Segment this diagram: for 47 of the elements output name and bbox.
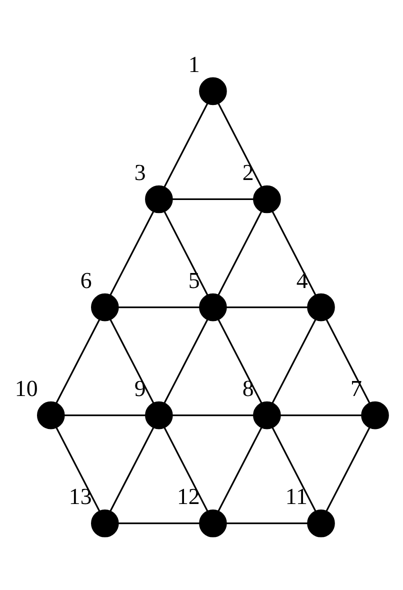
connector bbox=[64, 414, 146, 416]
connector bbox=[326, 427, 370, 512]
connector bbox=[272, 318, 316, 404]
connector bbox=[226, 306, 308, 308]
node-circle bbox=[36, 401, 65, 430]
connector bbox=[218, 210, 262, 296]
connector bbox=[56, 427, 100, 512]
node-label: 13 bbox=[68, 484, 92, 510]
node-circle bbox=[361, 401, 389, 430]
node-circle bbox=[91, 293, 119, 322]
connector bbox=[164, 318, 208, 404]
node-circle bbox=[145, 401, 173, 430]
node-circle bbox=[91, 509, 119, 538]
connector bbox=[164, 102, 208, 188]
connector bbox=[164, 427, 208, 512]
node-label: 12 bbox=[176, 484, 200, 510]
connector bbox=[118, 306, 200, 308]
node-label: 11 bbox=[285, 484, 308, 510]
connector bbox=[164, 210, 208, 296]
connector bbox=[272, 427, 316, 512]
connector bbox=[172, 414, 254, 416]
connector bbox=[226, 522, 308, 524]
connector bbox=[110, 427, 154, 512]
node-circle bbox=[199, 293, 227, 322]
connector bbox=[218, 427, 262, 512]
node-circle bbox=[307, 293, 335, 322]
node-label: 5 bbox=[188, 268, 200, 293]
node-circle bbox=[199, 509, 227, 538]
connector bbox=[280, 414, 362, 416]
node-label: 3 bbox=[134, 160, 146, 185]
connector bbox=[118, 522, 200, 524]
node-label: 10 bbox=[14, 376, 38, 401]
connector bbox=[272, 210, 316, 296]
connector bbox=[110, 210, 154, 296]
node-circle bbox=[253, 401, 281, 430]
connector bbox=[326, 318, 370, 404]
node-circle bbox=[253, 185, 281, 214]
node-circle bbox=[145, 185, 173, 214]
connector bbox=[110, 318, 154, 404]
node-label: 1 bbox=[188, 52, 200, 77]
node-circle bbox=[199, 77, 227, 106]
connector bbox=[172, 198, 254, 200]
node-label: 6 bbox=[80, 268, 92, 293]
connector bbox=[218, 318, 262, 404]
connector bbox=[56, 318, 100, 404]
connector bbox=[218, 102, 262, 188]
node-circle bbox=[307, 509, 335, 538]
